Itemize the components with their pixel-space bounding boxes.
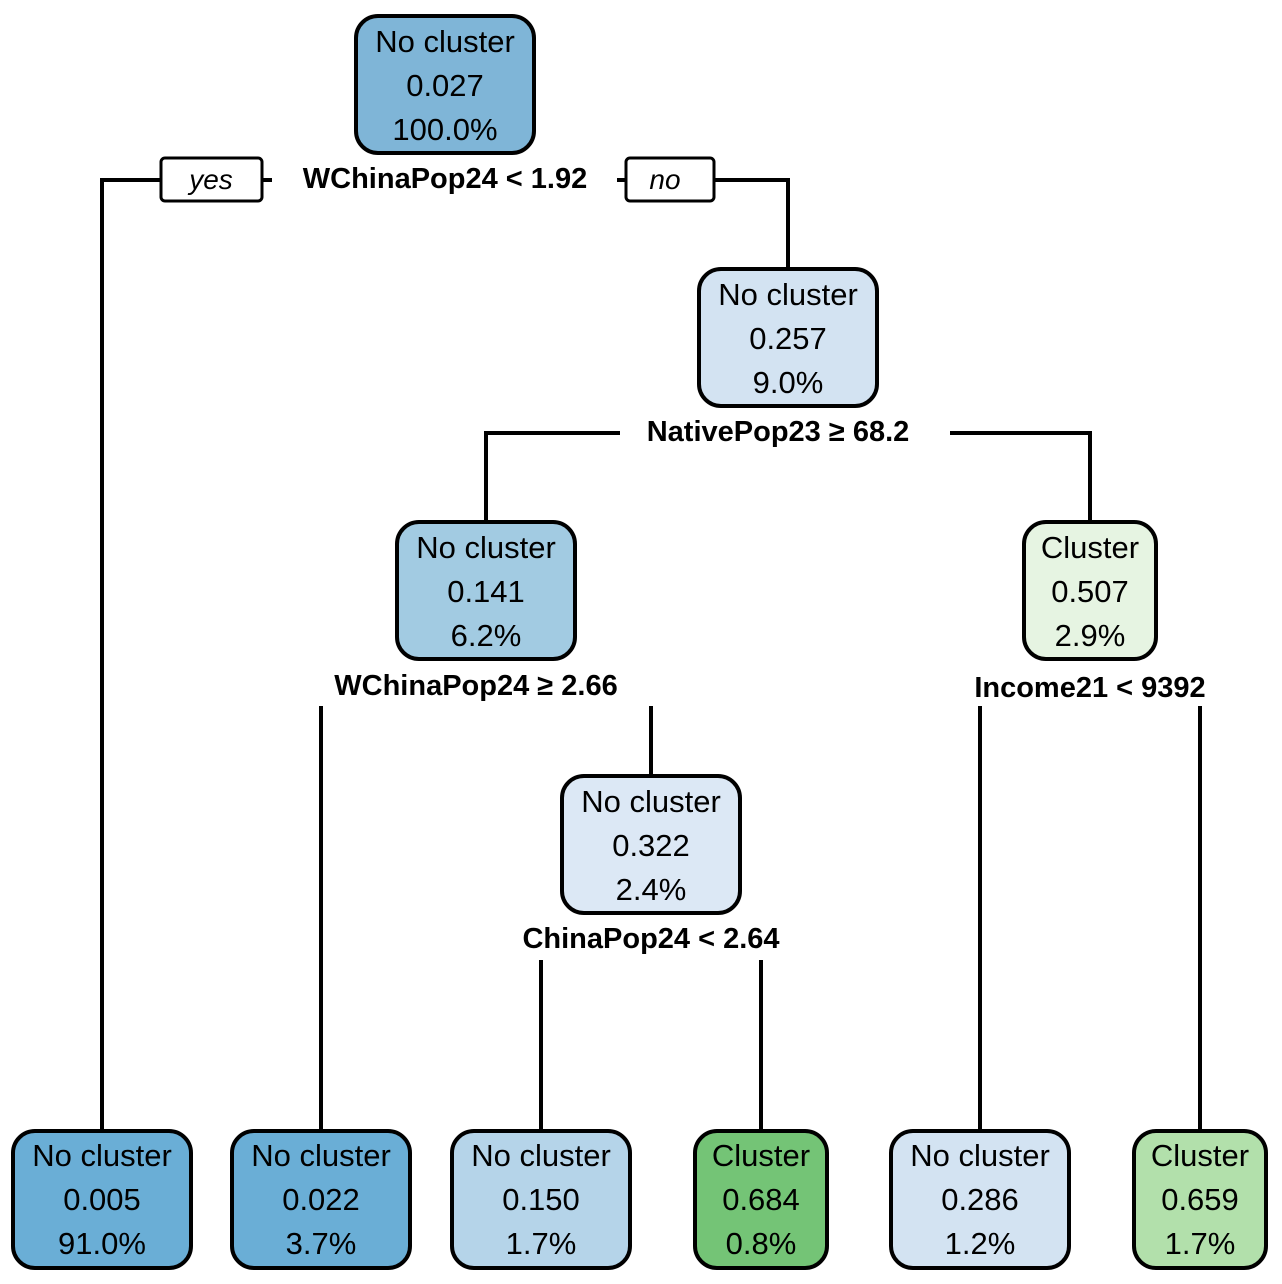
node-prob: 0.027: [406, 68, 484, 103]
node-box: [693, 1129, 829, 1270]
split-label-chinapop: ChinaPop24 < 2.64: [522, 923, 779, 955]
node-pct: 91.0%: [58, 1226, 146, 1261]
node-class: No cluster: [32, 1138, 172, 1173]
node-box: [11, 1129, 193, 1270]
split-label-wchinapop: WChinaPop24 ≥ 2.66: [334, 670, 617, 702]
node-box: [560, 774, 742, 915]
node-n-rl: No cluster 0.141 6.2%: [395, 520, 577, 661]
node-class: Cluster: [1151, 1138, 1249, 1173]
node-prob: 0.141: [447, 574, 525, 609]
node-pct: 3.7%: [286, 1226, 357, 1261]
leaf-2: No cluster 0.022 3.7%: [230, 1129, 412, 1270]
no-tag: no: [649, 164, 680, 195]
leaf-4: Cluster 0.684 0.8%: [693, 1129, 829, 1270]
edge-root-leaf1: [100, 178, 445, 1130]
split-label-root: WChinaPop24 < 1.92: [303, 163, 587, 195]
node-prob: 0.005: [63, 1182, 141, 1217]
split-label-income: Income21 < 9392: [974, 672, 1205, 704]
node-pct: 1.7%: [1165, 1226, 1236, 1261]
node-prob: 0.684: [722, 1182, 800, 1217]
branch-tags: yes no: [159, 156, 716, 203]
node-pct: 1.7%: [506, 1226, 577, 1261]
node-n-right: No cluster 0.257 9.0%: [697, 267, 879, 408]
leaf-5: No cluster 0.286 1.2%: [889, 1129, 1071, 1270]
node-prob: 0.257: [749, 321, 827, 356]
node-class: No cluster: [416, 530, 556, 565]
node-root: No cluster 0.027 100.0%: [354, 14, 536, 155]
node-class: Cluster: [712, 1138, 810, 1173]
node-class: No cluster: [375, 24, 515, 59]
yes-tag: yes: [187, 164, 233, 195]
node-pct: 6.2%: [451, 618, 522, 653]
leaf-6: Cluster 0.659 1.7%: [1132, 1129, 1268, 1270]
node-class: Cluster: [1041, 530, 1139, 565]
node-prob: 0.286: [941, 1182, 1019, 1217]
node-box: [450, 1129, 632, 1270]
node-n-rlr: No cluster 0.322 2.4%: [560, 774, 742, 915]
node-box: [395, 520, 577, 661]
node-pct: 1.2%: [945, 1226, 1016, 1261]
yes-tag-box: [159, 156, 264, 203]
node-box: [1022, 520, 1158, 661]
node-prob: 0.507: [1051, 574, 1129, 609]
node-box: [354, 14, 536, 155]
node-prob: 0.322: [612, 828, 690, 863]
node-pct: 0.8%: [726, 1226, 797, 1261]
node-class: No cluster: [581, 784, 721, 819]
node-prob: 0.659: [1161, 1182, 1239, 1217]
node-box: [1132, 1129, 1268, 1270]
leaf-3: No cluster 0.150 1.7%: [450, 1129, 632, 1270]
node-prob: 0.150: [502, 1182, 580, 1217]
node-box: [230, 1129, 412, 1270]
node-pct: 2.4%: [616, 872, 687, 907]
node-class: No cluster: [471, 1138, 611, 1173]
node-class: No cluster: [910, 1138, 1050, 1173]
split-labels: WChinaPop24 < 1.92 NativePop23 ≥ 68.2 WC…: [272, 160, 1206, 955]
leaf-1: No cluster 0.005 91.0%: [11, 1129, 193, 1270]
node-pct: 100.0%: [392, 112, 497, 147]
node-n-rr: Cluster 0.507 2.9%: [1022, 520, 1158, 661]
split-label-nativepop: NativePop23 ≥ 68.2: [647, 416, 910, 448]
node-pct: 2.9%: [1055, 618, 1126, 653]
node-class: No cluster: [718, 277, 858, 312]
node-pct: 9.0%: [753, 365, 824, 400]
node-box: [889, 1129, 1071, 1270]
node-box: [697, 267, 879, 408]
no-tag-box: [624, 156, 716, 203]
node-prob: 0.022: [282, 1182, 360, 1217]
node-class: No cluster: [251, 1138, 391, 1173]
